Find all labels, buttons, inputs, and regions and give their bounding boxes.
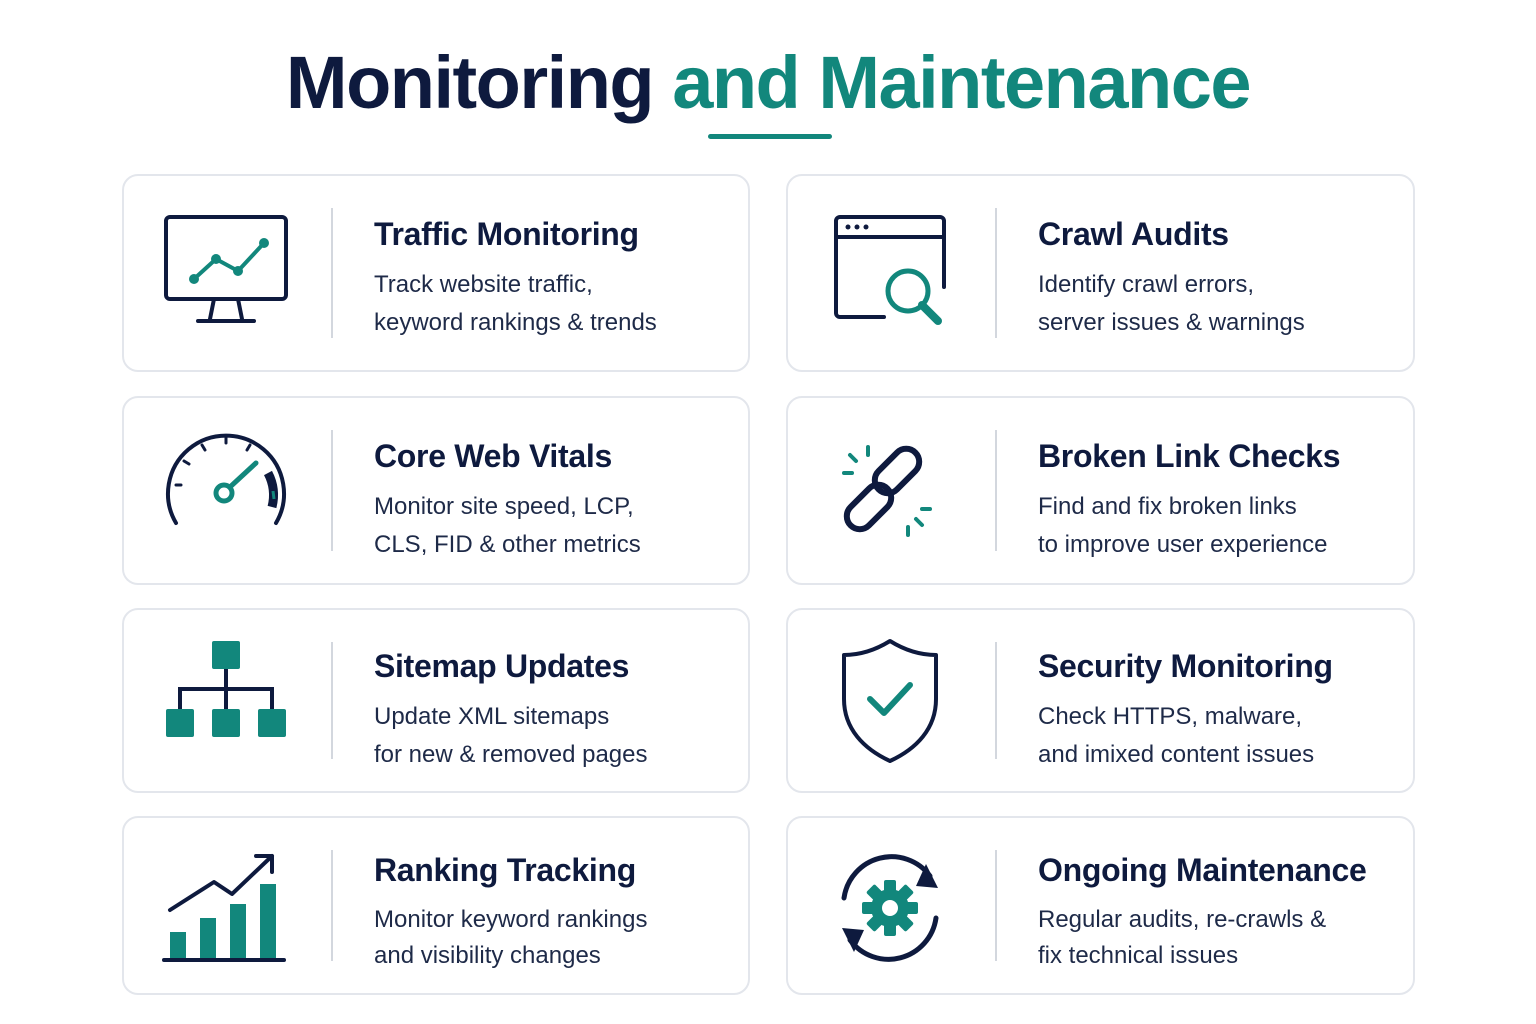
card-desc-line-1: Find and fix broken links — [1038, 493, 1297, 520]
page-title: Monitoring and Maintenance — [0, 40, 1536, 126]
card-divider — [331, 642, 333, 759]
gear-refresh-icon — [822, 838, 958, 974]
monitor-chart-icon — [158, 205, 294, 341]
card-desc-line-1: Monitor site speed, LCP, — [374, 493, 634, 520]
card-crawl-audits: Crawl Audits Identify crawl errors, serv… — [786, 174, 1415, 372]
card-ranking-tracking: Ranking Tracking Monitor keyword ranking… — [122, 816, 750, 995]
card-core-web-vitals: Core Web Vitals Monitor site speed, LCP,… — [122, 396, 750, 585]
card-desc-line-2: keyword rankings & trends — [374, 309, 657, 336]
card-divider — [995, 430, 997, 551]
card-title: Ongoing Maintenance — [1038, 852, 1367, 888]
card-desc-line-2: to improve user experience — [1038, 531, 1328, 558]
browser-search-icon — [822, 205, 958, 341]
card-desc-line-1: Track website traffic, — [374, 271, 593, 298]
card-title: Traffic Monitoring — [374, 216, 639, 252]
card-desc-line-1: Monitor keyword rankings — [374, 906, 648, 933]
card-title: Security Monitoring — [1038, 648, 1333, 684]
card-desc-line-1: Identify crawl errors, — [1038, 271, 1255, 298]
card-divider — [995, 208, 997, 338]
card-divider — [995, 850, 997, 961]
card-desc-line-2: server issues & warnings — [1038, 309, 1305, 336]
card-desc-line-2: fix technical issues — [1038, 942, 1239, 969]
card-divider — [331, 850, 333, 961]
title-part-1: Monitoring — [285, 41, 655, 124]
shield-check-icon — [822, 633, 958, 769]
card-divider — [331, 208, 333, 338]
card-desc-line-1: Check HTTPS, malware, — [1038, 703, 1303, 730]
card-desc-line-1: Regular audits, re-crawls & — [1038, 906, 1327, 933]
card-title: Core Web Vitals — [374, 438, 612, 474]
card-desc-line-2: and imixed content issues — [1038, 741, 1315, 768]
card-title: Sitemap Updates — [374, 648, 630, 684]
card-traffic-monitoring: Traffic Monitoring Track website traffic… — [122, 174, 750, 372]
card-security-monitoring: Security Monitoring Check HTTPS, malware… — [786, 608, 1415, 793]
card-ongoing-maintenance: Ongoing Maintenance Regular audits, re-c… — [786, 816, 1415, 995]
bar-chart-trend-icon — [158, 838, 294, 974]
card-desc-line-2: CLS, FID & other metrics — [374, 531, 641, 558]
sitemap-icon — [158, 633, 294, 769]
card-divider — [995, 642, 997, 759]
card-title: Crawl Audits — [1038, 216, 1229, 252]
card-title: Ranking Tracking — [374, 852, 636, 888]
card-sitemap-updates: Sitemap Updates Update XML sitemaps for … — [122, 608, 750, 793]
broken-link-icon — [822, 423, 958, 559]
card-desc-line-1: Update XML sitemaps — [374, 703, 610, 730]
card-desc-line-2: for new & removed pages — [374, 741, 648, 768]
card-broken-link-checks: Broken Link Checks Find and fix broken l… — [786, 396, 1415, 585]
title-part-2: and Maintenance — [672, 41, 1251, 124]
card-title: Broken Link Checks — [1038, 438, 1341, 474]
card-divider — [331, 430, 333, 551]
card-desc-line-2: and visibility changes — [374, 942, 601, 969]
title-underline — [708, 134, 832, 139]
speedometer-icon — [158, 423, 294, 559]
